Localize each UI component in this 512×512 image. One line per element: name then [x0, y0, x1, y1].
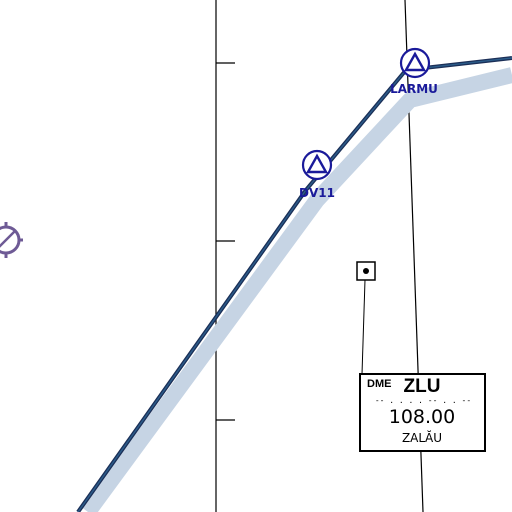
waypoint-label: LARMU [390, 82, 438, 96]
navaid-morse: -- . . . . -- . . -- [375, 396, 471, 405]
navaid-type: DME [367, 378, 391, 390]
boundary-line [215, 0, 235, 512]
route-line-inner [77, 57, 512, 512]
compulsory-reporting-triangle-icon [301, 149, 333, 181]
dme-square-icon [356, 261, 376, 281]
navaid-ident: ZLU [404, 376, 441, 397]
airfield-ring-icon[interactable] [0, 222, 23, 258]
waypoint-label: DV11 [299, 186, 335, 200]
route-buffer [81, 67, 512, 512]
navaid-dme[interactable]: DME ZLU -- . . . . -- . . -- 108.00 ZALĂ… [356, 261, 486, 452]
navaid-info-box[interactable]: DME ZLU -- . . . . -- . . -- 108.00 ZALĂ… [359, 373, 486, 452]
waypoint-larmu[interactable]: LARMU [390, 47, 438, 96]
waypoint-dv11[interactable]: DV11 [299, 149, 335, 200]
compulsory-reporting-triangle-icon [399, 47, 431, 79]
navaid-name: ZALĂU [402, 430, 442, 445]
leader-line [361, 279, 366, 375]
navaid-frequency: 108.00 [389, 406, 455, 428]
